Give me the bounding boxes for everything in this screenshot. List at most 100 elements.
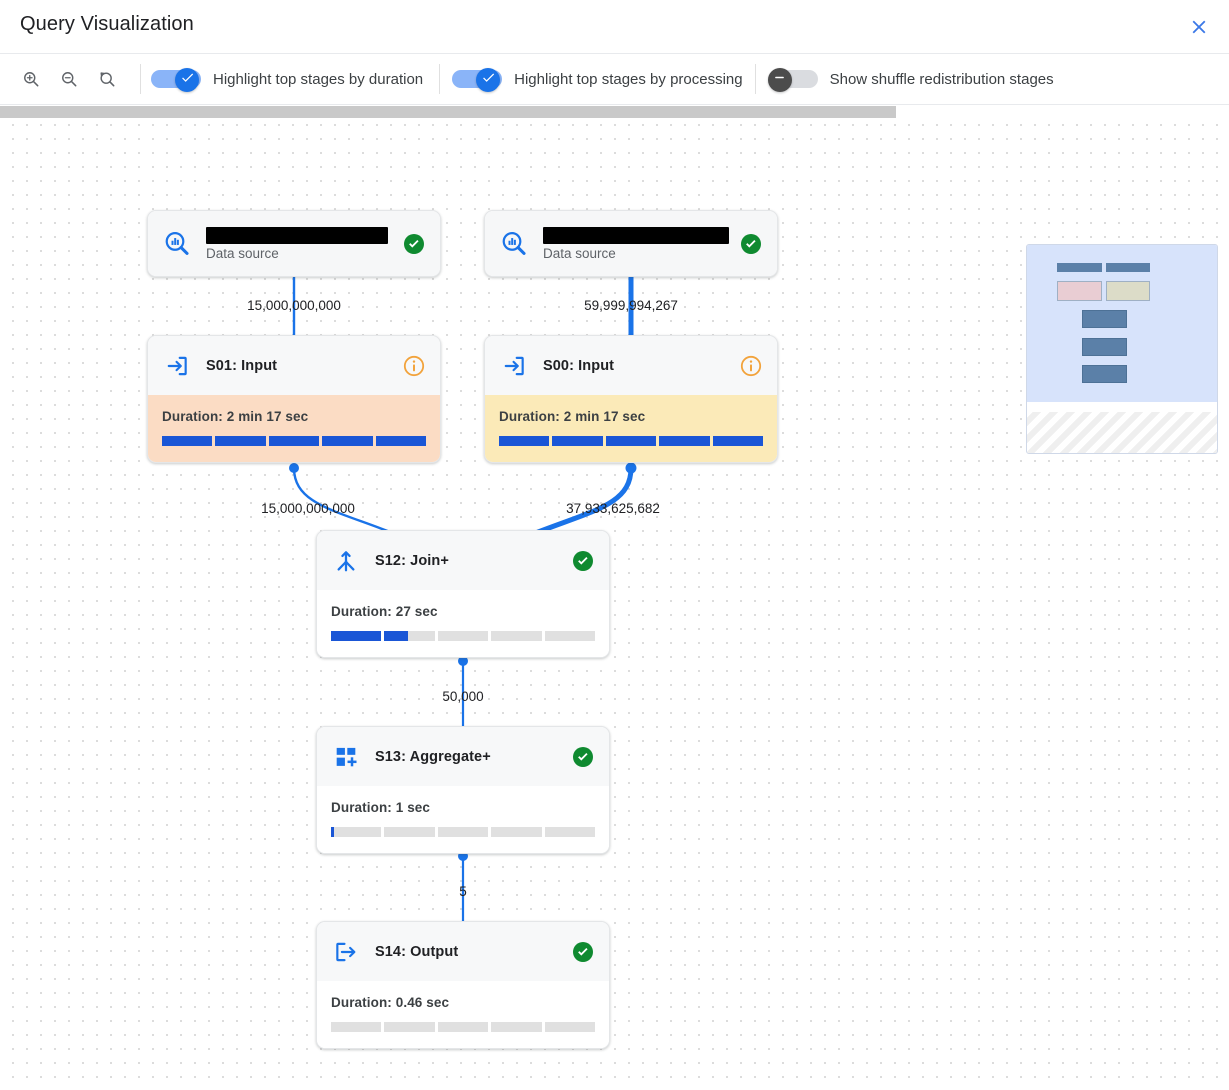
progress-segment (491, 827, 542, 837)
node-stage-s13[interactable]: S13: Aggregate+ Duration: 1 sec (316, 726, 610, 854)
progress-segment (491, 1022, 542, 1032)
progress-segment (268, 436, 320, 446)
minimap-out-of-bounds-area (1027, 412, 1217, 453)
minimap-node (1082, 338, 1127, 356)
edge-label-s00-to-s12: 37,933,625,682 (566, 501, 660, 516)
node-title: S01: Input (206, 357, 278, 374)
edge-s01-to-s12 (289, 463, 401, 538)
node-duration: Duration: 0.46 sec (331, 995, 450, 1010)
status-badge-success[interactable] (571, 940, 595, 964)
node-title: S13: Aggregate+ (375, 748, 491, 765)
node-stage-s00[interactable]: S00: Input Duration: 2 min 17 sec (484, 335, 778, 463)
progress-segment (712, 436, 764, 446)
node-duration: Duration: 2 min 17 sec (162, 409, 309, 424)
graph-canvas[interactable]: 15,000,000,000 59,999,994,267 15,000,000… (0, 106, 1229, 1090)
graph-minimap[interactable] (1026, 244, 1218, 454)
status-badge-info[interactable] (402, 354, 426, 378)
node-duration: Duration: 2 min 17 sec (499, 409, 646, 424)
toggle-show-shuffle[interactable]: Show shuffle redistribution stages (767, 53, 1054, 105)
progress-segment (544, 631, 596, 641)
status-badge-success[interactable] (571, 745, 595, 769)
node-duration: Duration: 27 sec (331, 604, 438, 619)
output-arrow-icon (331, 939, 361, 965)
progress-segment (384, 631, 435, 641)
toolbar-divider-3 (754, 64, 756, 94)
toggle-highlight-processing[interactable]: Highlight top stages by processing (452, 53, 743, 105)
progress-segment (215, 436, 266, 446)
node-title: S14: Output (375, 943, 459, 960)
progress-segment (331, 1022, 382, 1032)
node-title-block: Data source (206, 226, 402, 261)
minimap-node (1082, 310, 1127, 328)
switch-highlight-processing[interactable] (452, 68, 503, 92)
node-stage-s14[interactable]: S14: Output Duration: 0.46 sec (316, 921, 610, 1049)
status-badge-success[interactable] (402, 232, 426, 256)
edge-label-ds-left-to-s01: 15,000,000,000 (247, 298, 341, 313)
minimap-node (1106, 281, 1150, 301)
status-badge-success[interactable] (571, 549, 595, 573)
toggle-highlight-duration-label: Highlight top stages by duration (213, 70, 424, 88)
edge-s00-to-s12 (527, 462, 637, 539)
close-button[interactable] (1183, 11, 1215, 43)
page-title: Query Visualization (20, 13, 194, 35)
zoom-reset-button[interactable] (91, 63, 123, 95)
progress-segment (499, 436, 550, 446)
node-subtitle: Data source (206, 245, 279, 261)
minimap-node (1057, 281, 1102, 301)
toggle-highlight-duration[interactable]: Highlight top stages by duration (151, 53, 423, 105)
info-circle-icon (402, 354, 426, 378)
horizontal-scrollbar[interactable] (0, 106, 1229, 119)
node-body: Duration: 1 sec (317, 786, 609, 853)
zoom-reset-icon (97, 69, 117, 89)
input-arrow-icon (499, 353, 529, 379)
minimap-node (1106, 263, 1150, 272)
node-data-source-right[interactable]: Data source (484, 210, 778, 277)
toggle-highlight-processing-label: Highlight top stages by processing (514, 70, 743, 88)
node-body: Duration: 2 min 17 sec (148, 395, 440, 462)
node-header: S00: Input (485, 336, 777, 395)
progress-segment (437, 1022, 489, 1032)
node-body: Duration: 2 min 17 sec (485, 395, 777, 462)
progress-bar (331, 1022, 596, 1032)
zoom-out-button[interactable] (53, 63, 85, 95)
edge-label-s12-to-s13: 50,000 (442, 689, 484, 704)
progress-segment (331, 827, 382, 837)
check-circle-icon (571, 745, 595, 769)
node-stage-s01[interactable]: S01: Input Duration: 2 min 17 sec (147, 335, 441, 463)
switch-thumb (175, 68, 199, 92)
node-body: Duration: 0.46 sec (317, 981, 609, 1048)
switch-show-shuffle[interactable] (767, 68, 818, 92)
progress-segment (331, 631, 382, 641)
node-data-source-left[interactable]: Data source (147, 210, 441, 277)
dialog-titlebar: Query Visualization (0, 0, 1229, 53)
node-header: S14: Output (317, 922, 609, 981)
node-stage-s12[interactable]: S12: Join+ Duration: 27 sec (316, 530, 610, 658)
node-body: Duration: 27 sec (317, 590, 609, 657)
status-badge-success[interactable] (739, 232, 763, 256)
status-badge-info[interactable] (739, 354, 763, 378)
node-subtitle: Data source (543, 245, 616, 261)
progress-segment (491, 631, 542, 641)
progress-segment (659, 436, 710, 446)
toggle-show-shuffle-label: Show shuffle redistribution stages (829, 70, 1054, 88)
progress-segment (437, 827, 489, 837)
node-duration: Duration: 1 sec (331, 800, 431, 815)
check-icon (481, 70, 496, 90)
progress-segment (437, 631, 489, 641)
aggregate-icon (331, 744, 361, 770)
progress-segment (605, 436, 657, 446)
progress-segment (384, 827, 435, 837)
node-header: Data source (485, 211, 777, 276)
redacted-data-source-name (543, 226, 729, 244)
edge-label-ds-right-to-s00: 59,999,994,267 (584, 298, 678, 313)
progress-bar (162, 436, 427, 446)
minus-icon (772, 70, 787, 90)
check-circle-icon (739, 232, 763, 256)
scrollbar-thumb[interactable] (0, 106, 896, 118)
check-circle-icon (402, 232, 426, 256)
redacted-data-source-name (206, 226, 388, 244)
node-header: S13: Aggregate+ (317, 727, 609, 786)
zoom-in-button[interactable] (15, 63, 47, 95)
switch-highlight-duration[interactable] (151, 68, 201, 92)
